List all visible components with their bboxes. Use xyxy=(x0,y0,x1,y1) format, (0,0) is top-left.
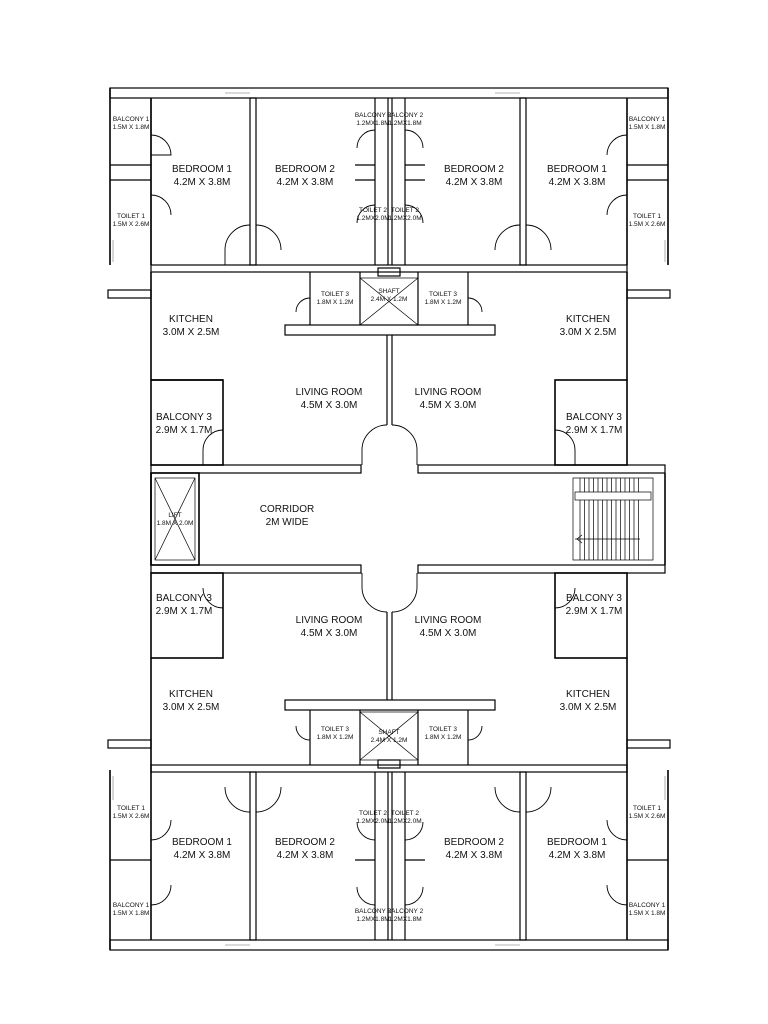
bot-shaft-name-label: SHAFT xyxy=(378,729,399,736)
bot-left-kitchen-size-label: 3.0M X 2.5M xyxy=(163,702,220,713)
bot-right-toilet2-size-label: 1.2MX2.0M xyxy=(388,818,421,825)
bot-left-bedroom1-name-label: BEDROOM 1 xyxy=(172,837,232,848)
bot-right-kitchen-name-label: KITCHEN xyxy=(566,689,610,700)
bot-left-toilet1-size-label: 1.5M X 2.6M xyxy=(113,813,150,820)
bot-right-living-name-label: LIVING ROOM xyxy=(415,615,482,626)
bot-left-balcony1-name-label: BALCONY 1 xyxy=(113,902,150,909)
top-left-toilet1-name-label: TOILET 1 xyxy=(117,213,145,220)
top-right-bedroom1-name-label: BEDROOM 1 xyxy=(547,164,607,175)
top-right-bedroom2-size-label: 4.2M X 3.8M xyxy=(446,177,503,188)
top-right-balcony3-size-label: 2.9M X 1.7M xyxy=(566,425,623,436)
bot-right-bedroom1-size-label: 4.2M X 3.8M xyxy=(549,850,606,861)
bot-left-bedroom2-size-label: 4.2M X 3.8M xyxy=(277,850,334,861)
top-right-balcony2-name-label: BALCONY 2 xyxy=(387,112,424,119)
stair-treads xyxy=(579,478,639,560)
top-right-balcony2-size-label: 1.2MX1.8M xyxy=(388,120,421,127)
bot-left-balcony1-size-label: 1.5M X 1.8M xyxy=(113,910,150,917)
top-left-bedroom2-size-label: 4.2M X 3.8M xyxy=(277,177,334,188)
bot-left-kitchen-name-label: KITCHEN xyxy=(169,689,213,700)
bot-right-toilet3-size-label: 1.8M X 1.2M xyxy=(425,734,462,741)
top-left-balcony3-size-label: 2.9M X 1.7M xyxy=(156,425,213,436)
top-left-living-size-label: 4.5M X 3.0M xyxy=(301,400,358,411)
top-right-living-size-label: 4.5M X 3.0M xyxy=(420,400,477,411)
bot-right-balcony1-size-label: 1.5M X 1.8M xyxy=(629,910,666,917)
top-right-balcony1-name-label: BALCONY 1 xyxy=(629,116,666,123)
corridor-size-label: 2M WIDE xyxy=(266,517,309,528)
bot-left-living-name-label: LIVING ROOM xyxy=(296,615,363,626)
bot-right-living-size-label: 4.5M X 3.0M xyxy=(420,628,477,639)
lift-name-label: LIFT xyxy=(168,512,181,519)
top-left-bedroom1-size-label: 4.2M X 3.8M xyxy=(174,177,231,188)
top-left-balcony2-name-label: BALCONY 2 xyxy=(355,112,392,119)
bot-right-balcony1-name-label: BALCONY 1 xyxy=(629,902,666,909)
bot-right-kitchen-size-label: 3.0M X 2.5M xyxy=(560,702,617,713)
top-left-toilet3-size-label: 1.8M X 1.2M xyxy=(317,299,354,306)
bot-right-bedroom1-name-label: BEDROOM 1 xyxy=(547,837,607,848)
bot-right-toilet3-name-label: TOILET 3 xyxy=(429,726,457,733)
bot-left-living-size-label: 4.5M X 3.0M xyxy=(301,628,358,639)
top-right-living-name-label: LIVING ROOM xyxy=(415,387,482,398)
bot-right-toilet2-name-label: TOILET 2 xyxy=(391,810,419,817)
top-right-toilet1-name-label: TOILET 1 xyxy=(633,213,661,220)
bot-left-toilet3-name-label: TOILET 3 xyxy=(321,726,349,733)
corridor-walls xyxy=(150,464,666,574)
top-left-balcony2-size-label: 1.2MX1.8M xyxy=(356,120,389,127)
bot-left-balcony2-name-label: BALCONY 2 xyxy=(355,908,392,915)
top-right-toilet1-size-label: 1.5M X 2.6M xyxy=(629,221,666,228)
top-shaft-name-label: SHAFT xyxy=(378,288,399,295)
top-left-toilet2-name-label: TOILET 2 xyxy=(359,207,387,214)
bot-right-toilet1-size-label: 1.5M X 2.6M xyxy=(629,813,666,820)
top-right-toilet2-size-label: 1.2MX2.0M xyxy=(388,215,421,222)
top-right-balcony1-size-label: 1.5M X 1.8M xyxy=(629,124,666,131)
bot-left-bedroom2-name-label: BEDROOM 2 xyxy=(275,837,335,848)
bot-left-balcony3-size-label: 2.9M X 1.7M xyxy=(156,606,213,617)
top-shaft-size-label: 2.4M X 1.2M xyxy=(371,296,408,303)
top-right-balcony3-name-label: BALCONY 3 xyxy=(566,412,622,423)
top-left-kitchen-size-label: 3.0M X 2.5M xyxy=(163,327,220,338)
top-left-toilet1-size-label: 1.5M X 2.6M xyxy=(113,221,150,228)
bot-right-balcony2-name-label: BALCONY 2 xyxy=(387,908,424,915)
bot-left-toilet2-size-label: 1.2MX2.0M xyxy=(356,818,389,825)
bot-left-toilet2-name-label: TOILET 2 xyxy=(359,810,387,817)
bottom-doors xyxy=(150,573,628,906)
top-left-bedroom2-name-label: BEDROOM 2 xyxy=(275,164,335,175)
top-right-toilet3-name-label: TOILET 3 xyxy=(429,291,457,298)
top-right-bedroom1-size-label: 4.2M X 3.8M xyxy=(549,177,606,188)
bot-right-balcony3-name-label: BALCONY 3 xyxy=(566,593,622,604)
bot-right-bedroom2-size-label: 4.2M X 3.8M xyxy=(446,850,503,861)
top-left-bedroom1-name-label: BEDROOM 1 xyxy=(172,164,232,175)
bot-left-balcony3-name-label: BALCONY 3 xyxy=(156,593,212,604)
bottom-half-walls xyxy=(107,572,671,941)
bot-right-balcony3-size-label: 2.9M X 1.7M xyxy=(566,606,623,617)
top-half-walls xyxy=(107,97,671,466)
bot-right-balcony2-size-label: 1.2MX1.8M xyxy=(388,916,421,923)
bot-right-bedroom2-name-label: BEDROOM 2 xyxy=(444,837,504,848)
bot-left-toilet3-size-label: 1.8M X 1.2M xyxy=(317,734,354,741)
bot-shaft-size-label: 2.4M X 1.2M xyxy=(371,737,408,744)
bot-left-bedroom1-size-label: 4.2M X 3.8M xyxy=(174,850,231,861)
bot-left-toilet1-name-label: TOILET 1 xyxy=(117,805,145,812)
top-left-living-name-label: LIVING ROOM xyxy=(296,387,363,398)
top-right-kitchen-name-label: KITCHEN xyxy=(566,314,610,325)
top-left-toilet3-name-label: TOILET 3 xyxy=(321,291,349,298)
top-left-balcony1-name-label: BALCONY 1 xyxy=(113,116,150,123)
corridor-name-label: CORRIDOR xyxy=(260,504,314,515)
top-left-toilet2-size-label: 1.2MX2.0M xyxy=(356,215,389,222)
top-left-balcony3-name-label: BALCONY 3 xyxy=(156,412,212,423)
top-left-balcony1-size-label: 1.5M X 1.8M xyxy=(113,124,150,131)
bot-left-balcony2-size-label: 1.2MX1.8M xyxy=(356,916,389,923)
top-right-bedroom2-name-label: BEDROOM 2 xyxy=(444,164,504,175)
top-right-toilet2-name-label: TOILET 2 xyxy=(391,207,419,214)
bot-right-toilet1-name-label: TOILET 1 xyxy=(633,805,661,812)
lift-size-label: 1.8M X 2.0M xyxy=(157,520,194,527)
top-right-toilet3-size-label: 1.8M X 1.2M xyxy=(425,299,462,306)
top-right-kitchen-size-label: 3.0M X 2.5M xyxy=(560,327,617,338)
top-left-kitchen-name-label: KITCHEN xyxy=(169,314,213,325)
top-doors xyxy=(150,129,628,465)
